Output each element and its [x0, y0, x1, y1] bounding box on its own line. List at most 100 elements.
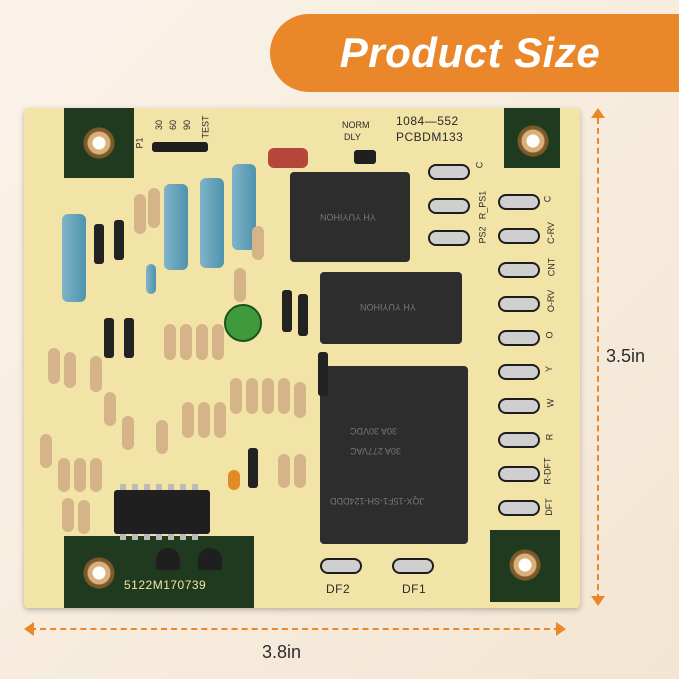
p1-test-label: TEST: [200, 115, 211, 139]
terminal-8[interactable]: [498, 330, 540, 346]
p1-label: P1: [134, 137, 145, 149]
diode-1: [94, 224, 104, 264]
resistor-tan-21: [90, 458, 102, 492]
diode-2: [114, 220, 124, 260]
term-label-o-rv: O-RV: [546, 289, 557, 313]
resistor-tan-11: [246, 378, 258, 414]
term-label-dft: DFT: [543, 498, 554, 516]
resistor-tan-28: [78, 500, 90, 534]
relay-large-text-1: 30A 30VDC: [350, 426, 398, 436]
resistor-tan-9: [212, 324, 224, 360]
height-arrow-top: [591, 108, 605, 118]
jumper-k3[interactable]: [354, 150, 376, 164]
resistor-tan-29: [234, 268, 246, 302]
mount-hole-bl: [82, 556, 116, 590]
term-label-o: O: [544, 331, 555, 339]
jumper-p1[interactable]: [152, 142, 208, 152]
part-number-label: 1084—552: [396, 114, 459, 128]
terminal-12[interactable]: [498, 466, 540, 482]
terminal-1[interactable]: [428, 164, 470, 180]
ic-pin-row-bottom: [120, 534, 204, 540]
term-label-c: C: [542, 195, 553, 203]
p1-90-label: 90: [182, 119, 193, 131]
diode-4: [124, 318, 134, 358]
relay-top-text: YH YUYIHON: [320, 212, 376, 222]
term-label-ps2: PS2: [477, 226, 488, 244]
term-label-cnt: CNT: [546, 257, 557, 277]
resistor-tan-12: [262, 378, 274, 414]
diode-6: [298, 294, 308, 336]
term-label-y: Y: [544, 365, 555, 373]
resistor-tan-25: [278, 454, 290, 488]
relay-middle-text: YH YUYIHON: [360, 302, 416, 312]
terminal-11[interactable]: [498, 432, 540, 448]
terminal-3[interactable]: [428, 230, 470, 246]
resistor-tan-13: [278, 378, 290, 414]
capacitor-small-orange: [228, 470, 240, 490]
relay-large: 30A 30VDC 30A 277VAC JQX-15F1-SH-124DDD: [320, 366, 468, 544]
terminal-df1[interactable]: [392, 558, 434, 574]
relay-large-text-2: 30A 277VAC: [350, 446, 401, 456]
terminal-9[interactable]: [498, 364, 540, 380]
resistor-blue-3: [200, 178, 224, 268]
board-code-label: PCBDM133: [396, 130, 464, 144]
circuit-board: 1084—552 PCBDM133 P1 30 60 90 TEST NORM …: [24, 108, 580, 608]
width-arrow-left: [24, 622, 34, 636]
terminal-2[interactable]: [428, 198, 470, 214]
dly-label: DLY: [344, 132, 361, 142]
relay-middle: YH YUYIHON: [320, 272, 462, 344]
resistor-tan-30: [252, 226, 264, 260]
resistor-tan-4: [64, 352, 76, 388]
width-dimension-line: [30, 628, 560, 632]
diode-8: [248, 448, 258, 488]
banner-title: Product Size: [339, 29, 601, 76]
resistor-tan-23: [156, 420, 168, 454]
mount-hole-tr: [516, 124, 550, 158]
resistor-tan-6: [164, 324, 176, 360]
relay-large-text-3: JQX-15F1-SH-124DDD: [330, 496, 425, 506]
terminal-6[interactable]: [498, 262, 540, 278]
terminal-7[interactable]: [498, 296, 540, 312]
resistor-tan-19: [58, 458, 70, 492]
title-banner: Product Size: [270, 14, 679, 92]
terminal-13[interactable]: [498, 500, 540, 516]
diode-7: [318, 352, 328, 396]
terminal-5[interactable]: [498, 228, 540, 244]
capacitor-electrolytic: [224, 304, 262, 342]
ic-pin-row-top: [120, 484, 204, 490]
transistor-q2: [156, 548, 180, 570]
p1-30-label: 30: [154, 119, 165, 131]
resistor-tan-7: [180, 324, 192, 360]
term-label-r: R: [544, 433, 555, 441]
height-label: 3.5in: [606, 346, 646, 366]
df2-label: DF2: [326, 582, 351, 596]
resistor-blue-small: [146, 264, 156, 294]
width-arrow-right: [556, 622, 566, 636]
resistor-tan-3: [48, 348, 60, 384]
resistor-tan-26: [294, 454, 306, 488]
term-label-r-ps1: R_PS1: [477, 190, 488, 220]
mount-hole-br: [508, 548, 542, 582]
terminal-4[interactable]: [498, 194, 540, 210]
width-label: 3.8in: [262, 642, 302, 662]
resistor-tan-16: [198, 402, 210, 438]
df1-label: DF1: [402, 582, 427, 596]
mount-hole-tl: [82, 126, 116, 160]
height-dimension-line: [597, 118, 601, 600]
ic-chip-u1: [114, 490, 210, 534]
resistor-tan-14: [294, 382, 306, 418]
resistor-tan-5: [90, 356, 102, 392]
resistor-tan-8: [196, 324, 208, 360]
terminal-df2[interactable]: [320, 558, 362, 574]
resistor-tan-22: [122, 416, 134, 450]
term-label-w: W: [545, 398, 556, 408]
relay-top: YH YUYIHON: [290, 172, 410, 262]
resistor-tan-24: [104, 392, 116, 426]
serial-label: 5122M170739: [124, 578, 207, 592]
term-label-r-dft: R-DFT: [542, 457, 553, 485]
resistor-tan-15: [182, 402, 194, 438]
diode-5: [282, 290, 292, 332]
height-arrow-bottom: [591, 596, 605, 606]
term-label-c-rv: C-RV: [545, 222, 556, 244]
terminal-10[interactable]: [498, 398, 540, 414]
